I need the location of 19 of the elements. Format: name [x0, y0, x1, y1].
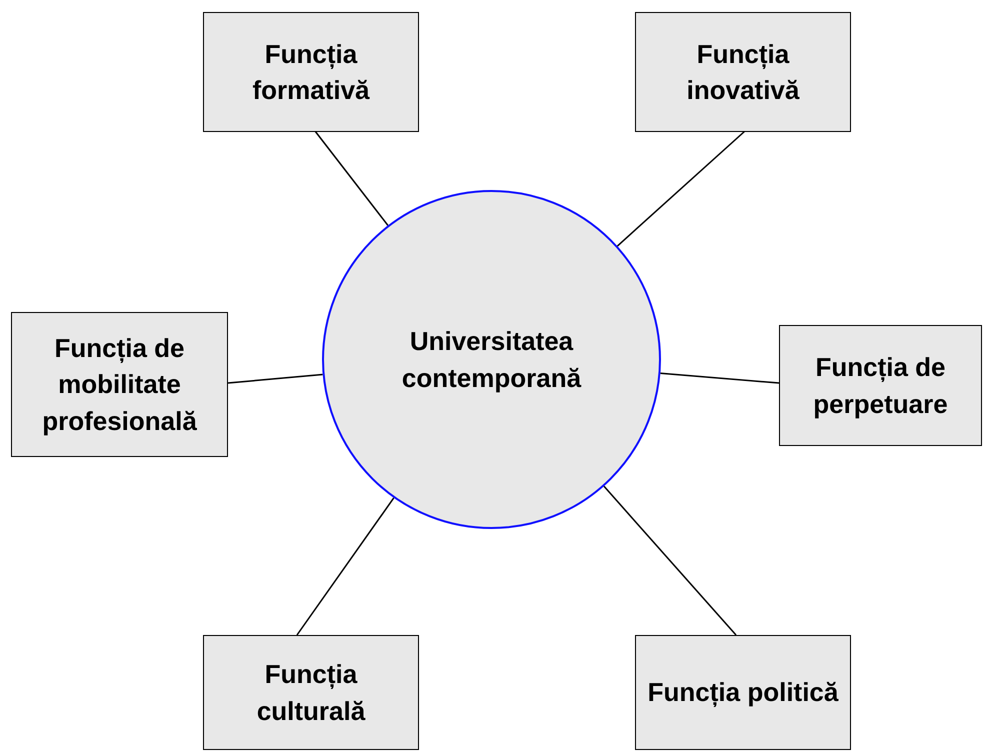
- connector-line: [603, 486, 737, 636]
- function-box: [635, 12, 851, 132]
- node-label: Funcția de mobilitate profesională: [41, 332, 198, 438]
- connector-line: [296, 498, 394, 636]
- connector-line: [660, 372, 780, 384]
- node-label: Funcția de perpetuare: [812, 351, 949, 420]
- connector-line: [616, 130, 746, 247]
- connector-line: [228, 374, 323, 384]
- node-label: Funcția inovativă: [686, 38, 800, 107]
- node-label: Universitatea contemporană: [400, 325, 582, 394]
- node-label: Funcția politică: [646, 676, 840, 710]
- function-box: [779, 325, 982, 446]
- node-label: Funcția formativă: [251, 38, 371, 107]
- function-box: [635, 635, 851, 750]
- node-label: Funcția culturală: [256, 658, 366, 728]
- connector-line: [314, 130, 388, 226]
- function-box: [203, 635, 419, 750]
- function-box: [203, 12, 419, 132]
- function-box: [11, 312, 228, 457]
